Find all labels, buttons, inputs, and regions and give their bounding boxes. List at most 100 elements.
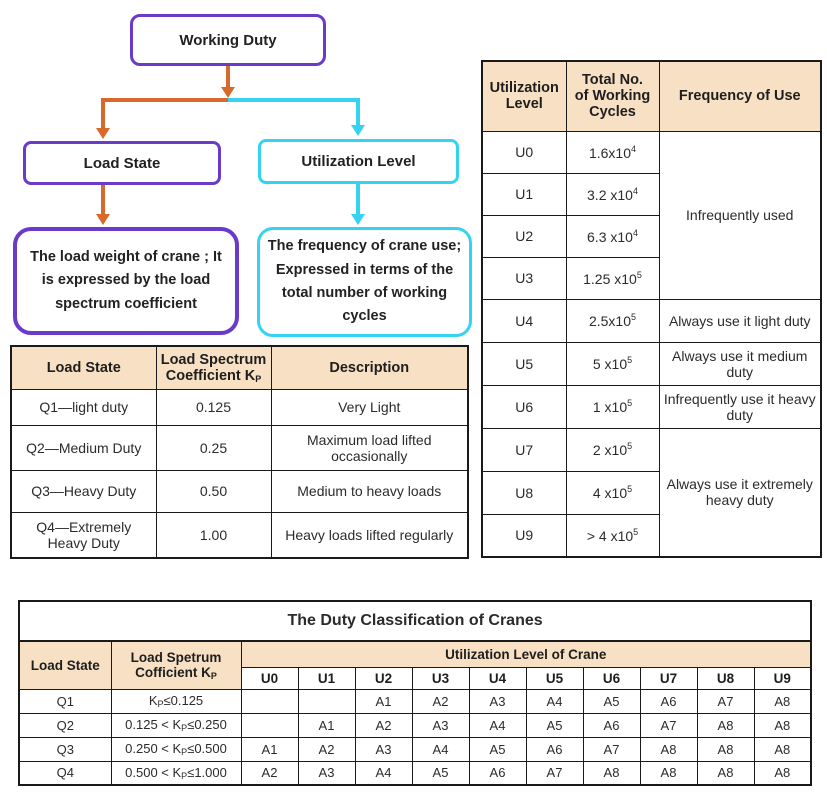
level-cell: U6 <box>481 384 567 429</box>
frequency-cell: Always use it light duty <box>658 298 822 343</box>
duty-cell <box>240 712 299 738</box>
table-row: Load State Load Spetrum Cofficient KP Ut… <box>18 640 812 690</box>
duty-cell: A8 <box>639 736 698 762</box>
frequency-cell: Infrequently used <box>658 130 822 300</box>
duty-cell <box>297 688 356 714</box>
kp-subscript: P <box>181 770 188 781</box>
load-state-table-header-state: Load State <box>10 345 157 390</box>
load-state-table-header-kp: Load Spectrum Coefficient KP <box>155 345 272 390</box>
kp-cell: 0.50 <box>155 469 272 513</box>
level-cell: U8 <box>481 470 567 515</box>
load-state-cell: Q3—Heavy Duty <box>10 469 157 513</box>
utilization-description: The frequency of crane use; Expressed in… <box>267 238 462 325</box>
cycles-base: > 4 x10 <box>586 527 634 544</box>
table-row: The Duty Classification of Cranes <box>18 600 812 642</box>
kp-subscript: P <box>181 723 188 733</box>
cycles-cell: 6.3 x104 <box>565 214 660 258</box>
duty-cell: A1 <box>297 712 356 738</box>
duty-cell: A8 <box>753 736 812 762</box>
kp-pre: K <box>148 693 158 708</box>
cycles-base: 6.3 x10 <box>587 228 633 245</box>
table-row: Q1 KP≤0.125 A1 A2 A3 A4 A5 A6 A7 A8 <box>18 688 812 714</box>
cycles-exponent: 5 <box>627 398 633 408</box>
table-row: U0 1.6x104 Infrequently used <box>481 130 822 300</box>
duty-classification-table: The Duty Classification of Cranes Load S… <box>18 600 813 786</box>
table-row: Q1—light duty 0.125 Very Light <box>10 388 469 426</box>
kp-subscript: P <box>255 373 262 384</box>
cycles-cell: 1 x105 <box>565 384 660 429</box>
description-cell: Heavy loads lifted regularly <box>270 511 469 559</box>
header-line-1: Load Spectrum <box>160 351 267 368</box>
level-cell: U3 <box>481 256 567 300</box>
kp-rest: ≤0.125 <box>163 693 204 708</box>
working-duty-label: Working Duty <box>179 31 277 49</box>
duty-cell: A3 <box>411 712 470 738</box>
table-row: Load State Load Spectrum Coefficient KP … <box>10 345 469 390</box>
kp-pre: 0.500 < K <box>125 764 182 780</box>
duty-cell: A2 <box>411 688 470 714</box>
table-row: U3 1.25 x105 <box>481 256 821 300</box>
kp-range-cell: 0.500 < KP≤1.000 <box>110 760 242 786</box>
u-level-header: U3 <box>411 666 470 690</box>
table-row: U0 U1 U2 U3 U4 U5 U6 U7 U8 U9 <box>19 666 812 690</box>
duty-cell: A7 <box>639 712 698 738</box>
utilization-table-header-frequency: Frequency of Use <box>658 60 822 132</box>
description-cell: Very Light <box>270 388 469 426</box>
cycles-exponent: 5 <box>627 484 633 494</box>
cycles-cell: 1.25 x105 <box>565 256 660 300</box>
u-level-header: U4 <box>468 666 527 690</box>
utilization-description-box: The frequency of crane use; Expressed in… <box>257 227 472 337</box>
duty-cell: A2 <box>297 736 356 762</box>
level-cell: U5 <box>481 341 567 386</box>
u-level-header: U2 <box>354 666 413 690</box>
duty-table-title: The Duty Classification of Cranes <box>18 600 812 642</box>
cycles-base: 3.2 x10 <box>587 186 633 203</box>
table-row: U6 1 x105 Infrequently use it heavy duty <box>481 384 822 429</box>
duty-cell: A7 <box>582 736 641 762</box>
cycles-cell: 1.6x104 <box>565 130 660 174</box>
kp-pre: 0.125 < K <box>125 717 182 732</box>
kp-cell: 1.00 <box>155 511 272 559</box>
duty-cell: A4 <box>354 760 413 786</box>
duty-cell: A4 <box>525 688 584 714</box>
load-state-description-box: The load weight of crane ; It is express… <box>13 227 239 335</box>
duty-cell: A8 <box>696 760 755 786</box>
arrow-utilization-to-desc <box>351 181 365 225</box>
duty-cell: A1 <box>240 736 299 762</box>
header-line-2: Coefficient K <box>165 367 256 384</box>
utilization-table-header-cycles: Total No. of Working Cycles <box>565 60 660 132</box>
duty-table-header-utilization: Utilization Level of Crane <box>240 640 812 668</box>
table-row: Q2 0.125 < KP≤0.250 A1 A2 A3 A4 A5 A6 A7… <box>18 712 812 738</box>
arrow-branch-to-load-state <box>96 98 230 139</box>
duty-cell: A8 <box>639 760 698 786</box>
load-state-cell: Q1—light duty <box>10 388 157 426</box>
header-line-1: Total No. <box>582 72 643 89</box>
duty-cell: A6 <box>639 688 698 714</box>
duty-cell: A4 <box>411 736 470 762</box>
u-level-header: U1 <box>297 666 356 690</box>
duty-table-header-load-state: Load State <box>18 640 112 690</box>
u-level-header: U5 <box>525 666 584 690</box>
duty-cell: A8 <box>696 736 755 762</box>
table-row: U9 > 4 x105 <box>481 513 821 558</box>
flow-node-utilization-level: Utilization Level <box>258 139 459 184</box>
kp-cell: 0.125 <box>155 388 272 426</box>
header-line-1: Load Spetrum <box>130 649 222 665</box>
cycles-cell: 3.2 x104 <box>565 172 660 216</box>
load-state-description: The load weight of crane ; It is express… <box>30 248 222 312</box>
arrow-branch-to-utilization <box>228 98 365 136</box>
duty-cell: A5 <box>411 760 470 786</box>
load-state-cell: Q4—Extremely Heavy Duty <box>10 511 157 559</box>
duty-cell: A7 <box>696 688 755 714</box>
duty-cell: A3 <box>297 760 356 786</box>
kp-cell: 0.25 <box>155 424 272 471</box>
kp-subscript: P <box>157 699 164 709</box>
frequency-cell: Always use it medium duty <box>658 341 822 386</box>
state-cell: Q1 <box>18 688 112 714</box>
table-row: U2 6.3 x104 <box>481 214 821 258</box>
header-line-2: Level <box>505 96 543 113</box>
kp-pre: 0.250 < K <box>125 741 182 756</box>
cycles-base: 2.5x10 <box>588 313 632 329</box>
kp-rest: ≤0.250 <box>187 717 227 732</box>
